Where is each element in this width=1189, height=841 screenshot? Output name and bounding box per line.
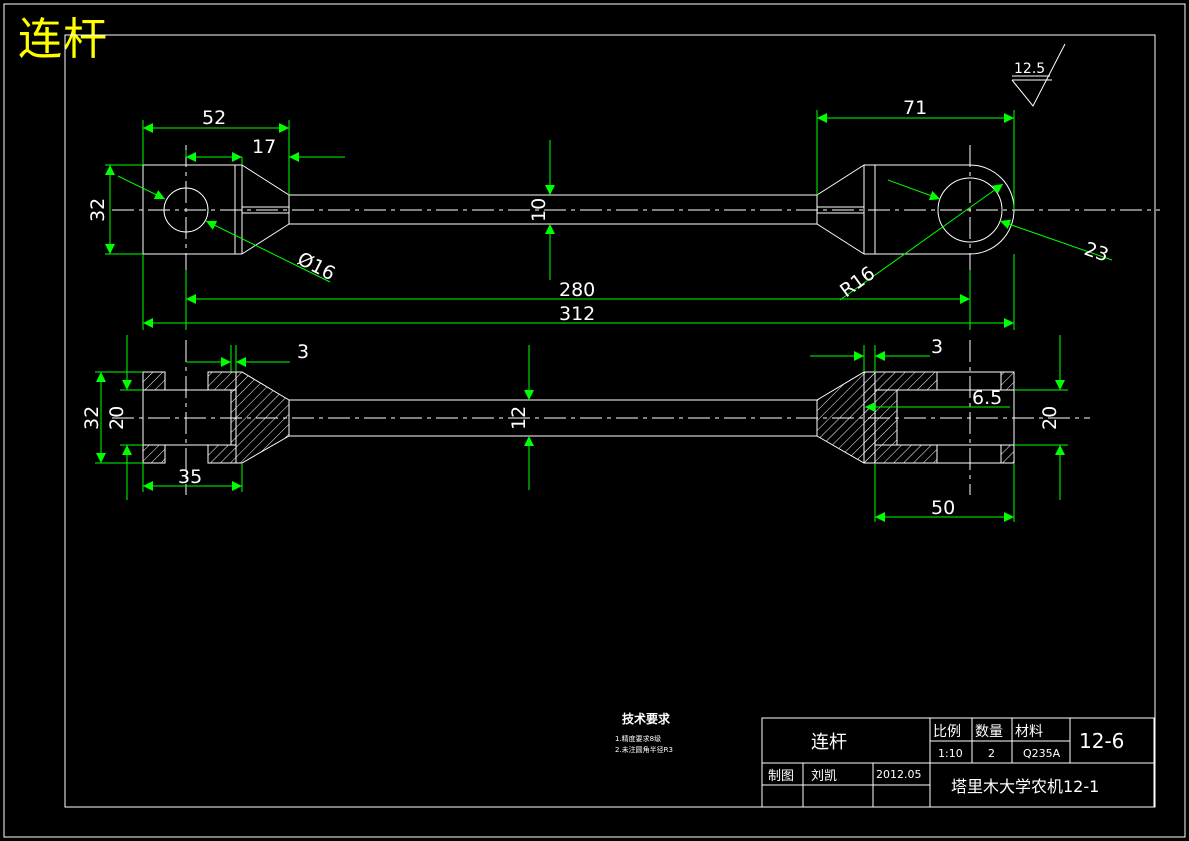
dim-3-right: 3 <box>931 336 943 358</box>
dim-52: 52 <box>202 107 226 129</box>
drawing-big-title: 连杆 <box>18 14 108 65</box>
left-taper-section <box>235 371 290 464</box>
title-block-qty: 2 <box>988 747 995 760</box>
roughness-value: 12.5 <box>1014 61 1045 77</box>
dim-17: 17 <box>252 136 276 158</box>
note-item-1: 1.精度要求8级 <box>615 734 661 743</box>
dim-6-5: 6.5 <box>972 387 1002 409</box>
right-eye-hole <box>937 177 1003 243</box>
title-block-part-name: 连杆 <box>811 732 847 753</box>
note-item-2: 2.未注圆角半径R3 <box>615 745 673 754</box>
outer-frame <box>3 3 1186 838</box>
dim-32-top: 32 <box>87 198 109 222</box>
dim-20-left: 20 <box>106 406 128 430</box>
top-view-dimensions <box>105 110 1113 330</box>
inner-frame <box>64 34 1156 808</box>
dim-3-left: 3 <box>297 341 309 363</box>
notes-heading: 技术要求 <box>622 711 671 726</box>
dim-23: 23 <box>1081 238 1111 267</box>
title-block-qty-label: 数量 <box>975 724 1003 740</box>
surface-roughness-symbol <box>1011 43 1066 107</box>
dim-32-side: 32 <box>81 406 103 430</box>
side-view <box>112 340 1090 495</box>
title-block-scale-label: 比例 <box>933 724 961 740</box>
top-view <box>112 145 1160 270</box>
title-block-material: Q235A <box>1023 747 1061 760</box>
left-eye-hole <box>163 187 209 233</box>
title-block-scale: 1:10 <box>938 747 963 760</box>
title-block-drawer: 刘凯 <box>811 769 837 784</box>
dim-20-right: 20 <box>1039 406 1061 430</box>
top-view-centerlines <box>112 145 1160 270</box>
dim-280: 280 <box>559 279 595 301</box>
left-eye-block <box>142 164 236 255</box>
side-view-dimensions <box>95 335 1068 522</box>
dim-35: 35 <box>178 466 202 488</box>
dim-r16: R16 <box>836 262 879 302</box>
dim-12: 12 <box>508 406 530 430</box>
title-block-material-label: 材料 <box>1015 724 1043 740</box>
dim-312: 312 <box>559 303 595 325</box>
title-block-drawn-label: 制图 <box>768 769 794 784</box>
dim-71: 71 <box>903 97 927 119</box>
dim-diameter-16: Ø16 <box>294 248 339 285</box>
title-block-date: 2012.05 <box>876 768 922 781</box>
dim-10: 10 <box>528 198 550 222</box>
title-block-drawing-no: 12-6 <box>1079 729 1124 753</box>
title-block-org: 塔里木大学农机12-1 <box>951 777 1099 796</box>
dim-50: 50 <box>931 497 955 519</box>
title-block <box>761 717 1155 808</box>
